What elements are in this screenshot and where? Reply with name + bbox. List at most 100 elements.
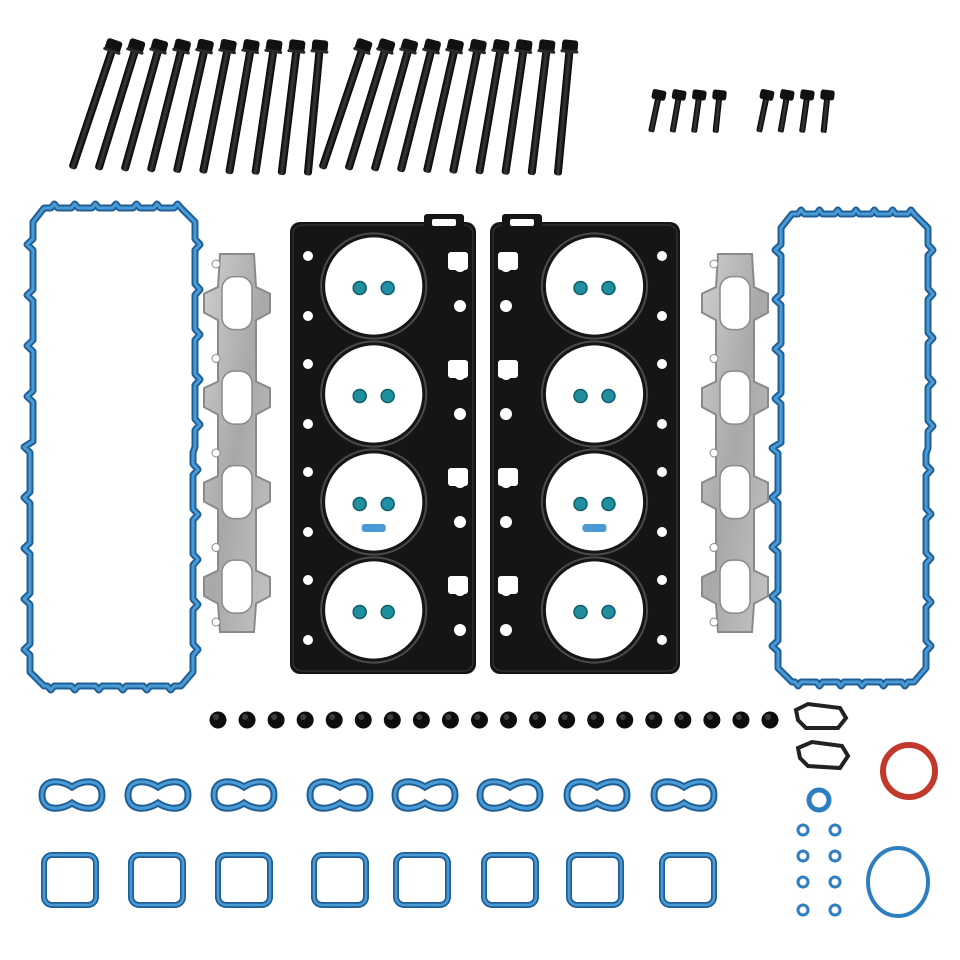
- small-seals-group: [38, 701, 938, 918]
- valve-seal: [601, 604, 616, 620]
- square-port-gasket-highlight: [312, 853, 368, 907]
- bolt-flange: [422, 47, 440, 55]
- head-bolt: [345, 38, 396, 171]
- head-bolt: [251, 39, 283, 175]
- bolt-shank: [371, 47, 413, 172]
- head-bolt: [319, 38, 373, 170]
- bolt-head: [799, 89, 815, 101]
- valve-stem-seal-highlight: [213, 714, 219, 720]
- bolt-head: [538, 39, 556, 53]
- valve-stem-seal: [383, 711, 401, 729]
- head-bolt: [277, 39, 306, 176]
- bore-fire-ring: [320, 448, 428, 556]
- short-bolt: [691, 89, 707, 133]
- head-bolt: [553, 39, 579, 176]
- valve-stem-seal-highlight: [358, 714, 365, 720]
- gasket-tab-slot: [432, 219, 456, 226]
- square-port-gasket: [393, 852, 451, 908]
- small-o-ring: [796, 849, 810, 863]
- water-slot: [498, 468, 518, 486]
- gasket-tab-slot: [510, 219, 534, 226]
- exhaust-bolt-hole: [709, 354, 719, 363]
- bolt-hole: [303, 527, 313, 537]
- head-gasket-body: [490, 222, 680, 674]
- bolt-shank: [553, 47, 574, 176]
- small-o-ring: [828, 875, 842, 889]
- bolt-shank: [95, 47, 139, 171]
- bolt-shank: [397, 47, 436, 173]
- bolt-flange: [537, 49, 556, 54]
- bolt-shank: [173, 47, 209, 173]
- bolt-hole: [657, 251, 667, 261]
- figure8-gasket-highlight: [652, 780, 716, 810]
- valve-stem-seal-highlight: [271, 714, 278, 720]
- coolant-hole: [454, 624, 466, 636]
- misc-seals: [793, 701, 938, 918]
- large-blue-o-ring: [866, 846, 930, 918]
- square-port-gasket-highlight: [660, 853, 716, 907]
- bolt-flange: [103, 47, 121, 55]
- water-slot: [448, 252, 468, 270]
- bolt-flange: [126, 47, 144, 55]
- valve-stem-seals-row: [209, 711, 779, 729]
- gasket-highlight: [22, 202, 202, 692]
- bolt-shank: [423, 47, 459, 173]
- bolt-flange: [218, 48, 236, 55]
- valve-stem-seal: [761, 711, 779, 729]
- head-bolt: [397, 38, 441, 173]
- valve-stem-seal: [732, 711, 750, 729]
- head-bolt: [121, 38, 169, 172]
- exhaust-gasket-right: [701, 253, 769, 633]
- exhaust-bolt-hole: [211, 617, 221, 627]
- cylinder-head-gaskets: [290, 214, 680, 674]
- valve-seal: [573, 280, 588, 296]
- bolt-hole: [303, 419, 313, 429]
- head-gasket-edge: [292, 224, 474, 672]
- valve-stem-seal: [500, 711, 518, 729]
- exhaust-port: [221, 559, 253, 614]
- short-bolt: [712, 89, 727, 133]
- valve-cover-gasket-right: [768, 206, 937, 690]
- cylinder-bore: [325, 237, 423, 335]
- water-slot: [448, 576, 468, 594]
- valve-stem-seal-highlight: [503, 714, 510, 720]
- bolt-head: [671, 89, 687, 101]
- bolt-shank: [277, 47, 301, 176]
- bolt-shank: [501, 47, 528, 175]
- bore-fire-ring: [320, 340, 428, 448]
- bolt-shank: [669, 96, 682, 133]
- exhaust-port: [719, 370, 751, 425]
- bolt-shank: [756, 96, 770, 133]
- exhaust-bolt-hole: [211, 259, 221, 269]
- square-port-gaskets: [41, 852, 717, 908]
- bolt-head: [515, 39, 533, 53]
- bolt-head: [265, 39, 283, 53]
- red-o-ring: [880, 742, 938, 800]
- valve-stem-seal: [645, 711, 663, 729]
- water-slot: [448, 360, 468, 378]
- short-bolt: [799, 89, 815, 133]
- bolt-hole: [303, 635, 313, 645]
- cylinder-bore: [325, 345, 423, 443]
- cylinder-bore: [545, 237, 644, 335]
- bolt-shank: [251, 47, 278, 175]
- coolant-hole: [454, 408, 466, 420]
- water-slot: [498, 576, 518, 594]
- exhaust-gasket-body: [203, 253, 271, 633]
- valve-stem-seal: [238, 711, 256, 729]
- head-gasket-body: [290, 222, 476, 674]
- valve-stem-seal-highlight: [677, 714, 684, 720]
- exhaust-bolt-hole: [211, 354, 221, 363]
- bolt-flange: [468, 48, 486, 55]
- bolt-head: [691, 89, 707, 101]
- bolt-flange: [514, 48, 533, 54]
- bore-fire-ring: [320, 232, 428, 340]
- bolt-hole: [657, 635, 667, 645]
- bolt-shank: [345, 47, 389, 171]
- exhaust-port: [719, 275, 751, 331]
- square-port-gasket: [481, 852, 539, 908]
- head-bolt: [303, 39, 329, 176]
- cylinder-bore: [545, 345, 644, 443]
- head-bolt: [173, 38, 214, 173]
- bolt-shank: [225, 47, 255, 175]
